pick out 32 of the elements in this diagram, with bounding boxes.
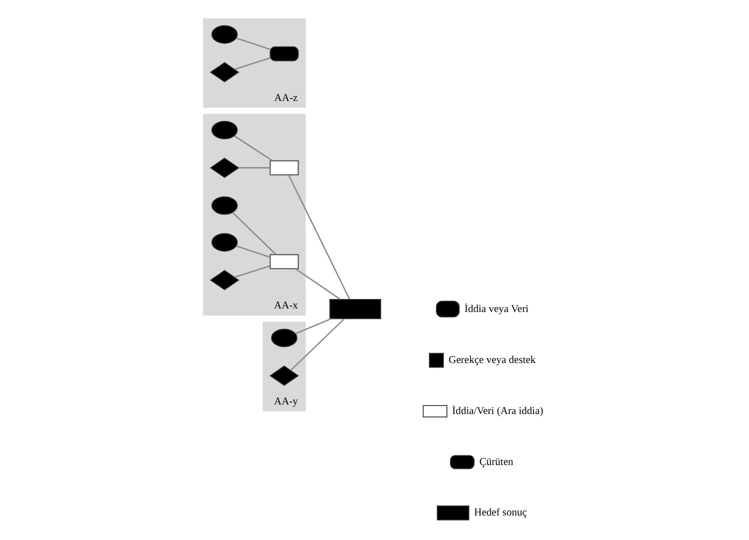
node-ellipse [210, 120, 238, 140]
node-ellipse [210, 196, 238, 215]
node-ellipse [270, 328, 297, 348]
node-diamond [209, 270, 239, 290]
connector [294, 268, 340, 300]
connector [290, 318, 344, 371]
connector [234, 57, 270, 70]
legend-label: İddia veya Veri [464, 304, 528, 315]
connector [236, 38, 270, 50]
connector [288, 174, 350, 300]
connector [232, 212, 276, 255]
node-box [269, 160, 298, 176]
node-box [269, 46, 298, 62]
node-box [269, 254, 298, 270]
cluster: AA-y [262, 322, 306, 412]
node-diamond [209, 62, 239, 82]
legend-label: Çürüten [478, 456, 513, 468]
node-ellipse [210, 25, 238, 44]
cluster: AA-x [202, 114, 306, 316]
connector [234, 265, 270, 278]
legend-label: İddia/Veri (Ara iddia) [452, 406, 543, 417]
cluster: AA-z [202, 18, 306, 108]
node-ellipse [210, 233, 238, 252]
node-box [328, 298, 381, 320]
connector [238, 167, 270, 168]
connector [294, 318, 331, 334]
node-diamond [268, 366, 299, 386]
connector [236, 245, 270, 258]
legend-label: Hedef sonuç [474, 508, 526, 519]
legend-label: Gerekçe veya destek [448, 355, 536, 366]
node-diamond [209, 158, 239, 178]
connector [233, 135, 272, 162]
